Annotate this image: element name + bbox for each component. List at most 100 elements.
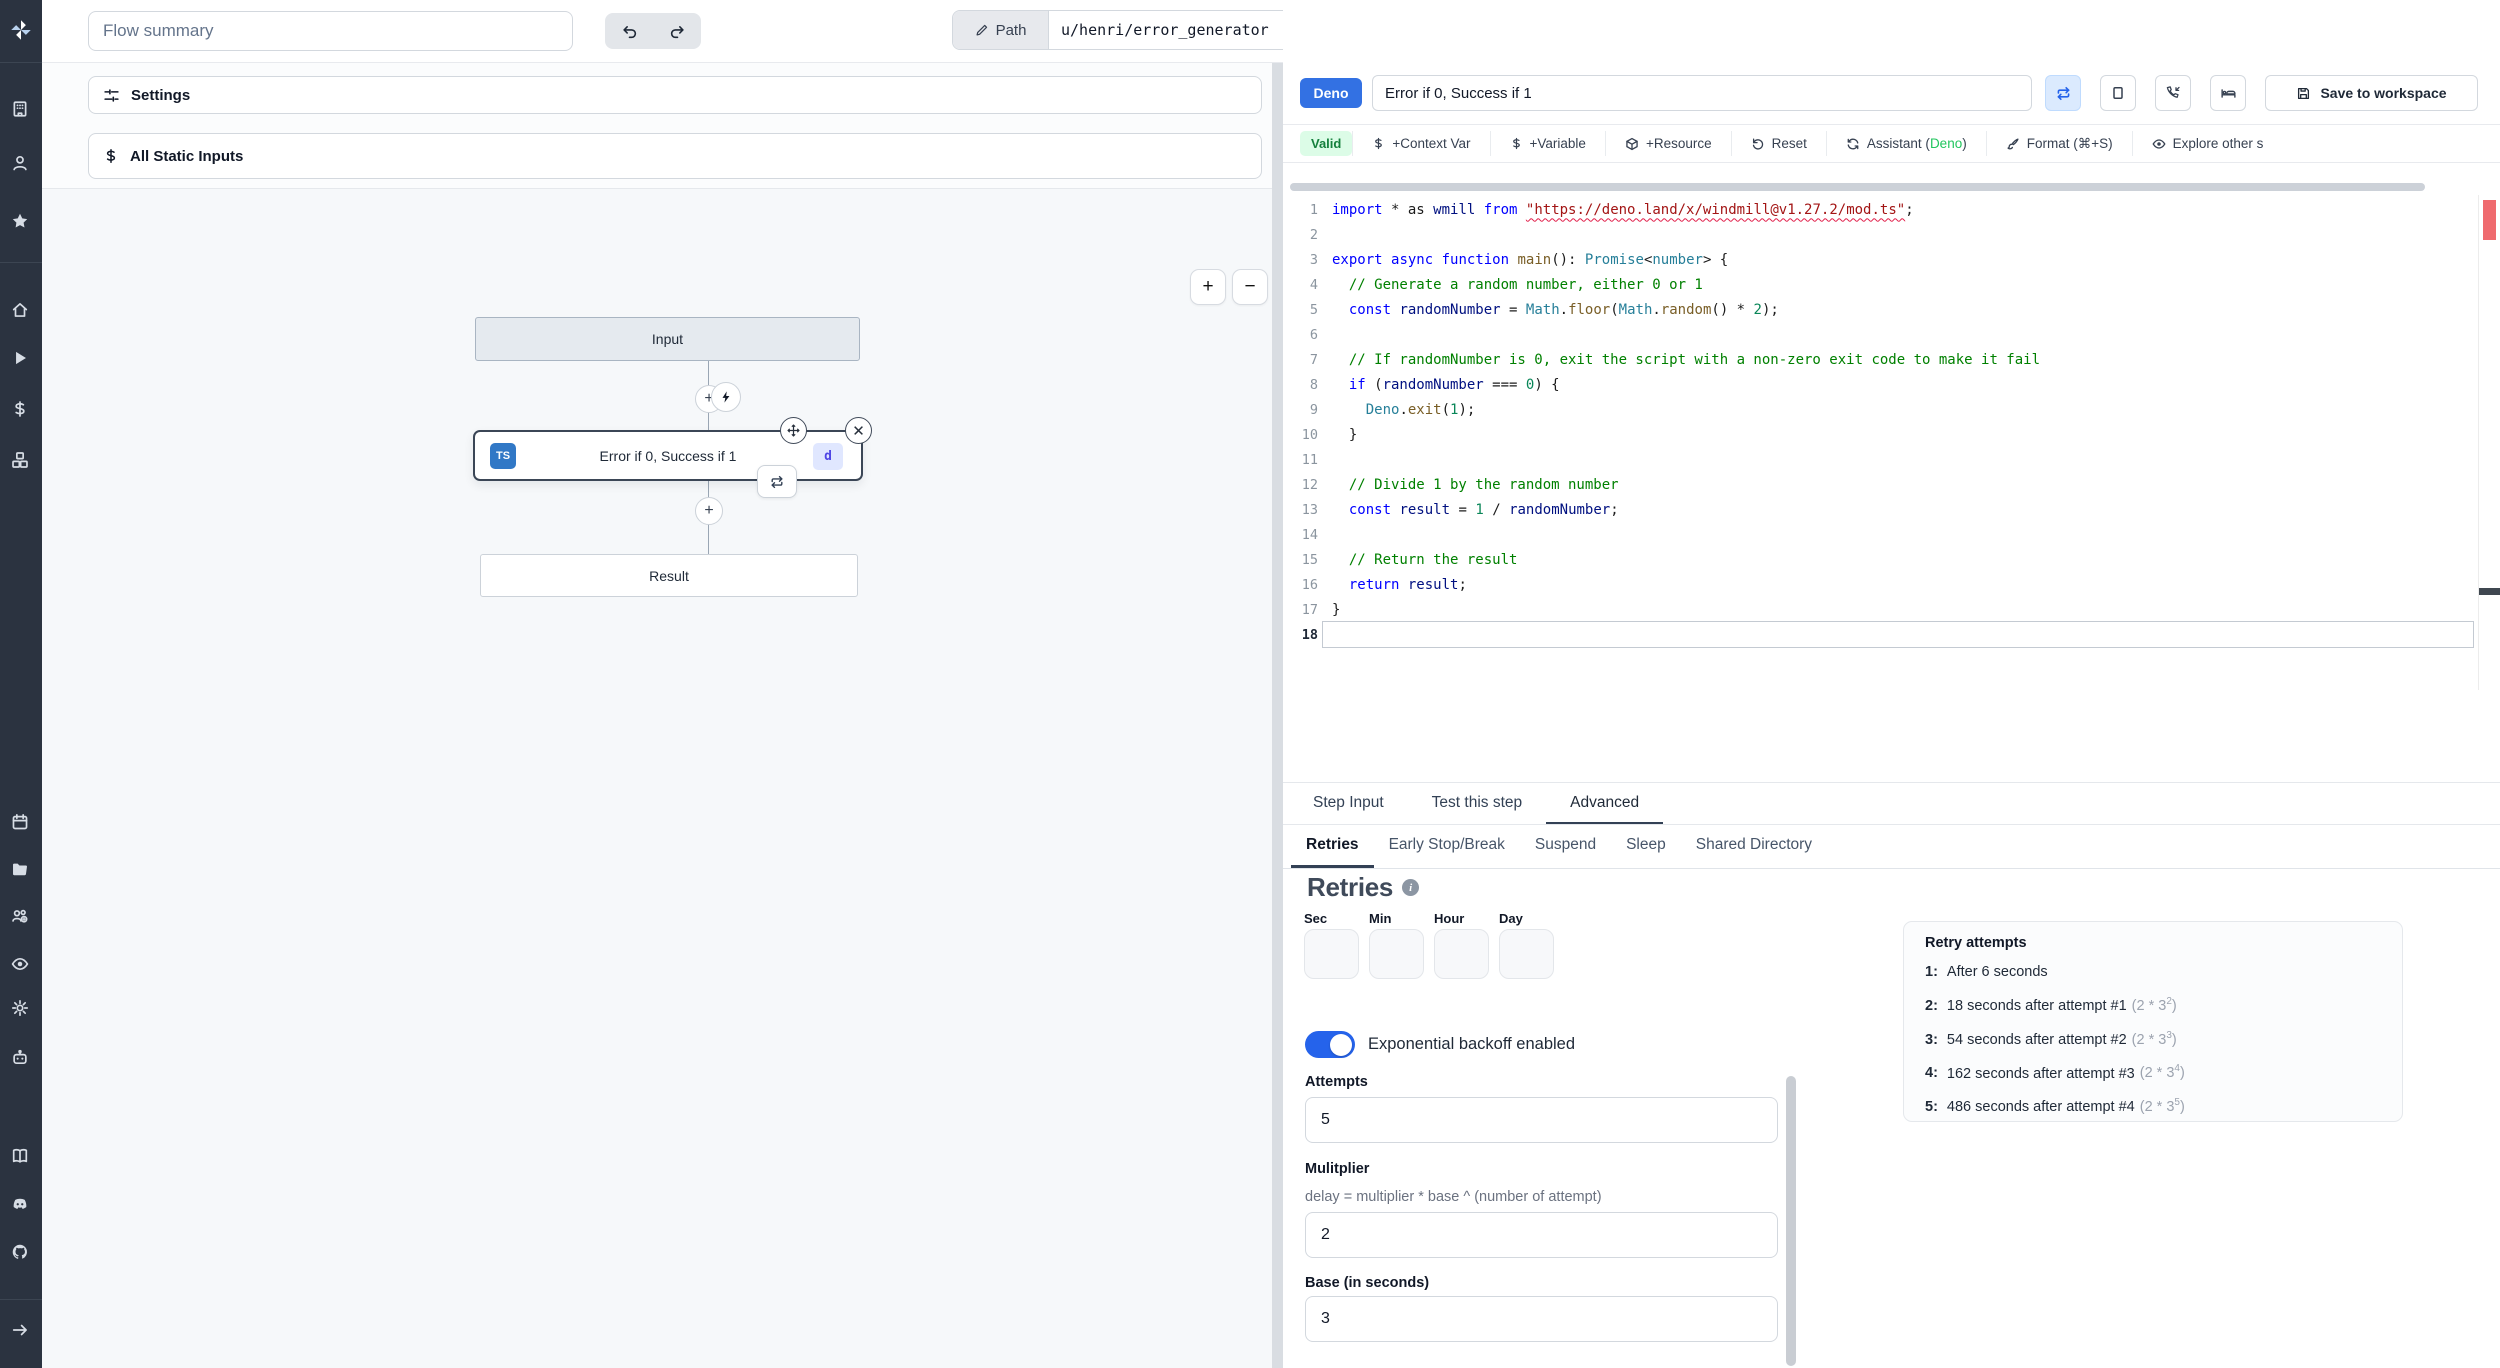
subtab-sleep[interactable]: Sleep: [1626, 836, 1666, 853]
calendar-icon: [11, 813, 29, 831]
retry-indicator-button[interactable]: [757, 465, 797, 498]
sleep-bed-button[interactable]: [2210, 75, 2246, 111]
editor-overview-ruler[interactable]: [2478, 195, 2500, 690]
add-variable-button[interactable]: +Variable: [1489, 131, 1605, 156]
sidebar-item-home[interactable]: [11, 301, 31, 321]
format-button[interactable]: Format (⌘+S): [1985, 131, 2132, 156]
tab-test-this-step[interactable]: Test this step: [1431, 793, 1523, 811]
min-input[interactable]: [1369, 929, 1424, 979]
sec-input[interactable]: [1304, 929, 1359, 979]
undo-redo-group: [605, 13, 701, 49]
subtab-retries[interactable]: Retries: [1291, 825, 1374, 868]
flow-node-input[interactable]: Input: [475, 317, 860, 361]
sidebar-item-building[interactable]: [11, 100, 31, 120]
subtab-shared-directory[interactable]: Shared Directory: [1695, 836, 1813, 853]
flow-canvas[interactable]: + − Input + TS Error if 0, Success if 1 …: [42, 188, 1272, 1368]
sidebar-item-users[interactable]: [11, 907, 31, 927]
base-input[interactable]: [1305, 1296, 1778, 1342]
sidebar-item-user[interactable]: [11, 154, 31, 174]
step-title-input[interactable]: [1372, 75, 2032, 111]
stop-after-if-button[interactable]: [2100, 75, 2136, 111]
code-line: 9 Deno.exit(1);: [1309, 401, 1476, 418]
sidebar-item-book[interactable]: [11, 1147, 31, 1167]
panel-splitter[interactable]: [1272, 63, 1283, 1368]
insert-step-button[interactable]: +: [695, 497, 723, 525]
assistant-button[interactable]: Assistant (Deno): [1825, 131, 1986, 156]
hour-input[interactable]: [1434, 929, 1489, 979]
folder-icon: [11, 860, 29, 878]
eye-icon: [2152, 137, 2166, 151]
gear-icon: [11, 999, 29, 1017]
code-line: 14: [1301, 526, 1318, 543]
bed-icon: [2220, 88, 2236, 98]
multiplier-hint: delay = multiplier * base ^ (number of a…: [1305, 1189, 1602, 1205]
all-static-inputs-button[interactable]: All Static Inputs: [88, 133, 1262, 179]
code-line: 2: [1309, 226, 1318, 243]
github-icon: [11, 1243, 29, 1261]
sidebar-item-eye[interactable]: [11, 955, 31, 975]
code-line: 6: [1309, 326, 1318, 343]
error-marker: [2483, 200, 2496, 240]
panel-scrollbar[interactable]: [1786, 1076, 1796, 1366]
sidebar-item-star[interactable]: [11, 212, 31, 232]
sidebar-item-calendar[interactable]: [11, 813, 31, 833]
windmill-logo-icon[interactable]: [8, 17, 34, 43]
code-line: 5 const randomNumber = Math.floor(Math.r…: [1309, 301, 1779, 318]
save-to-workspace-button[interactable]: Save to workspace: [2265, 75, 2478, 111]
sliders-icon: [103, 87, 120, 104]
dollar-icon: [1510, 137, 1523, 150]
flow-summary-input[interactable]: [88, 11, 573, 51]
sidebar-item-discord[interactable]: [11, 1195, 31, 1215]
play-icon: [11, 349, 29, 367]
reset-button[interactable]: Reset: [1730, 131, 1826, 156]
retry-settings-button[interactable]: [2045, 75, 2081, 111]
flow-node-result[interactable]: Result: [480, 554, 858, 597]
sidebar-divider: [0, 1299, 42, 1300]
exponential-backoff-toggle[interactable]: [1305, 1031, 1355, 1058]
sidebar-item-github[interactable]: [11, 1243, 31, 1263]
flow-pane: Settings All Static Inputs + − Input + T…: [42, 63, 1272, 1368]
code-line: 11: [1301, 451, 1318, 468]
sidebar-item-gear[interactable]: [11, 999, 31, 1019]
advanced-subtabs: Retries Early Stop/Break Suspend Sleep Share…: [1283, 825, 2500, 869]
sec-label: Sec: [1304, 911, 1328, 926]
redo-button[interactable]: [653, 13, 701, 49]
info-icon[interactable]: i: [1402, 879, 1420, 896]
trigger-bolt-button[interactable]: [711, 382, 741, 412]
flow-node-title: Error if 0, Success if 1: [599, 447, 737, 464]
code-line: 10 }: [1301, 426, 1358, 443]
day-input[interactable]: [1499, 929, 1554, 979]
zoom-in-button[interactable]: +: [1190, 269, 1226, 305]
sidebar-expand-arrow-icon[interactable]: [11, 1321, 31, 1341]
explore-hub-button[interactable]: Explore other s: [2131, 131, 2283, 156]
attempts-input[interactable]: [1305, 1097, 1778, 1143]
sidebar-item-dollar[interactable]: [11, 400, 31, 420]
add-context-var-button[interactable]: +Context Var: [1352, 131, 1489, 156]
delete-node-button[interactable]: ✕: [845, 417, 872, 444]
step-tabs: Step Input Test this step Advanced: [1283, 783, 2500, 825]
tab-step-input[interactable]: Step Input: [1313, 793, 1384, 811]
undo-button[interactable]: [605, 13, 653, 49]
zoom-out-button[interactable]: −: [1232, 269, 1268, 305]
move-node-button[interactable]: [780, 417, 807, 444]
flow-settings-button[interactable]: Settings: [88, 76, 1262, 114]
sidebar-item-play[interactable]: [11, 349, 31, 369]
tab-advanced[interactable]: Advanced: [1546, 783, 1664, 824]
sidebar-item-cubes[interactable]: [11, 451, 31, 471]
building-icon: [11, 100, 29, 118]
add-resource-button[interactable]: +Resource: [1604, 131, 1731, 156]
current-line-highlight: [1322, 621, 2474, 648]
base-label: Base (in seconds): [1305, 1275, 1430, 1291]
suspend-phone-button[interactable]: [2155, 75, 2191, 111]
sidebar-item-folder[interactable]: [11, 860, 31, 880]
editor-resize-handle[interactable]: [1290, 183, 2425, 191]
sidebar-item-bot[interactable]: [11, 1049, 31, 1069]
subtab-early-stop-break[interactable]: Early Stop/Break: [1388, 836, 1505, 853]
multiplier-input[interactable]: [1305, 1212, 1778, 1258]
subtab-suspend[interactable]: Suspend: [1534, 836, 1597, 853]
retry-attempt-item: 5:486 seconds after attempt #4(2 * 35): [1925, 1097, 2185, 1116]
retry-attempts-title: Retry attempts: [1925, 935, 2027, 951]
